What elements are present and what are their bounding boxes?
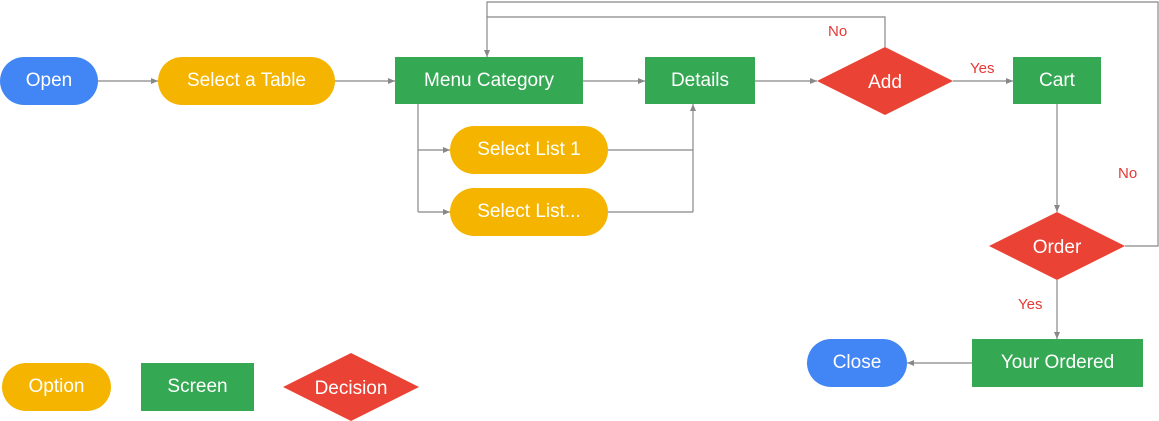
menu-category-node: Menu Category (395, 57, 583, 104)
edge-add-no-loop (484, 16, 886, 57)
your-ordered-node: Your Ordered (972, 339, 1143, 387)
add-decision-shape (817, 47, 953, 115)
add-no-label: No (828, 23, 848, 40)
legend-option: Option (2, 363, 111, 411)
order-decision-shape (989, 212, 1125, 280)
select-list-1-node: Select List 1 (450, 126, 608, 174)
cart-node: Cart (1013, 57, 1101, 104)
legend-decision-shape (283, 353, 419, 421)
open-node: Open (0, 57, 98, 105)
add-yes-label: Yes (970, 60, 995, 77)
order-decision-label: Order (1033, 237, 1082, 258)
order-no-label: No (1118, 165, 1138, 182)
legend-decision-label: Decision (315, 378, 388, 399)
legend-screen: Screen (141, 363, 254, 411)
edge-order-no-loop (486, 1, 1159, 247)
close-node: Close (807, 339, 907, 387)
select-table-node: Select a Table (158, 57, 335, 105)
order-yes-label: Yes (1018, 296, 1043, 313)
add-decision-label: Add (868, 72, 902, 93)
select-list-more-node: Select List... (450, 188, 608, 236)
details-node: Details (645, 57, 755, 104)
